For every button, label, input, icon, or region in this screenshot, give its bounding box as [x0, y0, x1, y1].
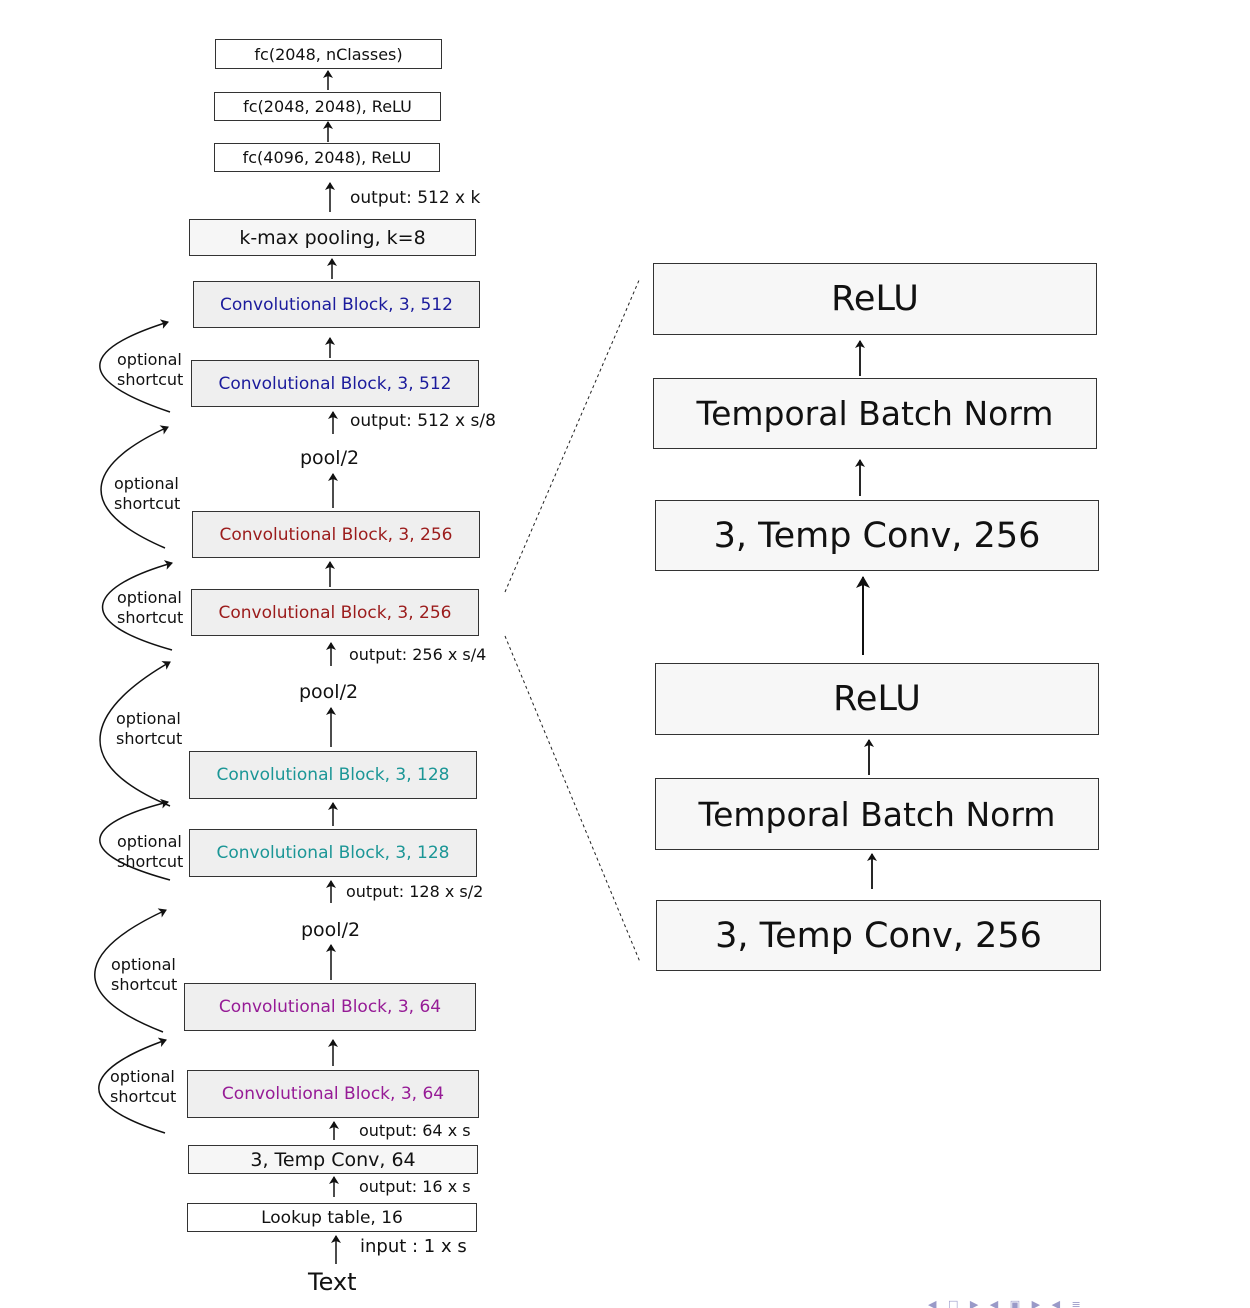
input-text-label: Text: [308, 1268, 357, 1296]
fc-layer: fc(2048, nClasses): [215, 39, 442, 69]
zoom-line: [504, 635, 641, 963]
detail-layer: 3, Temp Conv, 256: [655, 500, 1099, 571]
conv-block: Convolutional Block, 3, 512: [191, 360, 479, 407]
detail-layer: Temporal Batch Norm: [653, 378, 1097, 449]
conv-block: Convolutional Block, 3, 512: [193, 281, 480, 328]
pool-label: pool/2: [301, 919, 361, 941]
conv-block: Convolutional Block, 3, 128: [189, 751, 477, 799]
shortcut-curve: [100, 425, 169, 549]
kmax-pooling-layer: k-max pooling, k=8: [189, 219, 476, 256]
detail-layer: Temporal Batch Norm: [655, 778, 1099, 850]
output-label: output: 16 x s: [359, 1177, 471, 1196]
temp-conv-layer: 3, Temp Conv, 64: [188, 1145, 478, 1174]
fc-layer: fc(4096, 2048), ReLU: [214, 143, 440, 172]
lookup-table-layer: Lookup table, 16: [187, 1203, 477, 1232]
zoom-line: [504, 277, 641, 593]
output-label: output: 512 x s/8: [350, 411, 496, 431]
detail-layer: 3, Temp Conv, 256: [656, 900, 1101, 971]
conv-block: Convolutional Block, 3, 128: [189, 829, 477, 877]
detail-layer: ReLU: [655, 663, 1099, 735]
shortcut-curve: [101, 560, 173, 651]
output-label: output: 256 x s/4: [349, 645, 487, 664]
shortcut-curve: [94, 908, 167, 1033]
conv-block: Convolutional Block, 3, 64: [184, 983, 476, 1031]
fc-layer: fc(2048, 2048), ReLU: [214, 92, 441, 121]
detail-layer: ReLU: [653, 263, 1097, 335]
output-label: output: 128 x s/2: [346, 882, 484, 901]
slide-navigation-icons[interactable]: ◀ □ ▶ ◀ ▣ ▶ ◀ ≡: [928, 1298, 1085, 1308]
conv-block: Convolutional Block, 3, 256: [191, 589, 479, 636]
output-label: output: 512 x k: [350, 188, 481, 208]
input-label: input : 1 x s: [360, 1236, 467, 1257]
shortcut-curve: [99, 319, 171, 413]
conv-block: Convolutional Block, 3, 256: [192, 511, 480, 558]
shortcut-curve: [99, 798, 171, 881]
conv-block: Convolutional Block, 3, 64: [187, 1070, 479, 1118]
pool-label: pool/2: [299, 681, 359, 703]
pool-label: pool/2: [300, 447, 360, 469]
output-label: output: 64 x s: [359, 1121, 471, 1140]
shortcut-curve: [98, 1037, 167, 1134]
shortcut-curve: [99, 661, 171, 807]
